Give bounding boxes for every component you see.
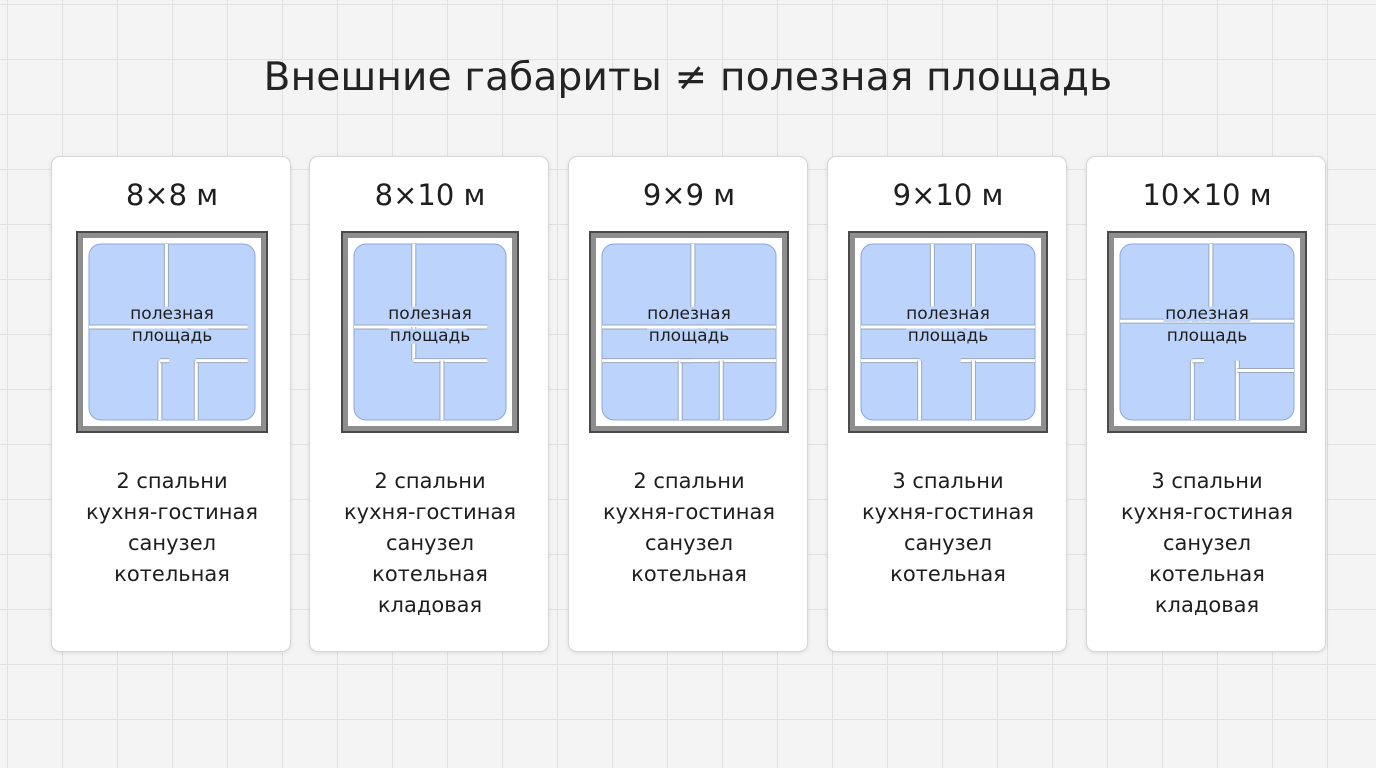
usable-area-label-halo: полезная <box>130 304 214 324</box>
house-size-label: 8×10 м <box>374 178 486 212</box>
usable-area-label-halo: площадь <box>390 326 471 346</box>
house-size-label: 9×10 м <box>892 178 1004 212</box>
usable-area-label: полезная <box>1165 304 1249 324</box>
page-title: Внешние габариты ≠ полезная площадь <box>263 55 1113 100</box>
usable-area-label: площадь <box>390 326 471 346</box>
usable-area-label-halo: площадь <box>908 326 989 346</box>
room-item: санузел <box>385 531 475 555</box>
usable-area <box>353 243 507 421</box>
room-item: кухня-гостиная <box>343 500 517 524</box>
room-item: котельная <box>1149 562 1265 586</box>
usable-area-label-halo: полезная <box>647 304 731 324</box>
room-item: кладовая <box>1154 593 1260 617</box>
usable-area-label: площадь <box>132 326 213 346</box>
usable-area-label-halo: площадь <box>132 326 213 346</box>
room-item: кухня-гостиная <box>85 500 259 524</box>
room-list: 2 спальни кухня-гостиная санузел котельная <box>569 466 809 590</box>
house-size-label: 9×9 м <box>642 178 736 212</box>
room-list: 2 спальни кухня-гостиная санузел котельная к… <box>310 466 550 621</box>
room-item: санузел <box>127 531 217 555</box>
house-size-label: 8×8 м <box>125 178 219 212</box>
room-item: котельная <box>890 562 1006 586</box>
house-size-label: 10×10 м <box>1142 178 1272 212</box>
room-list: 3 спальни кухня-гостиная санузел котельная к… <box>1087 466 1327 621</box>
room-item: санузел <box>644 531 734 555</box>
usable-area <box>860 243 1036 421</box>
room-item: 2 спальни <box>116 469 228 493</box>
usable-area-label-halo: полезная <box>1165 304 1249 324</box>
usable-area <box>601 243 777 421</box>
usable-area-label: полезная <box>388 304 472 324</box>
room-list: 2 спальни кухня-гостиная санузел котельная <box>52 466 292 590</box>
usable-area-label: полезная <box>130 304 214 324</box>
room-item: котельная <box>114 562 230 586</box>
room-item: кухня-гостиная <box>1120 500 1294 524</box>
usable-area-label: площадь <box>908 326 989 346</box>
room-item: 2 спальни <box>633 469 745 493</box>
room-item: 3 спальни <box>1151 469 1263 493</box>
usable-area-label: площадь <box>649 326 730 346</box>
usable-area-label-halo: полезная <box>388 304 472 324</box>
usable-area-label: площадь <box>1167 326 1248 346</box>
room-item: кухня-гостиная <box>602 500 776 524</box>
room-item: кладовая <box>377 593 483 617</box>
room-item: котельная <box>631 562 747 586</box>
room-item: 2 спальни <box>374 469 486 493</box>
room-item: 3 спальни <box>892 469 1004 493</box>
usable-area-label: полезная <box>647 304 731 324</box>
usable-area <box>1119 243 1295 421</box>
usable-area-label-halo: полезная <box>906 304 990 324</box>
usable-area-label-halo: площадь <box>1167 326 1248 346</box>
usable-area-label: полезная <box>906 304 990 324</box>
usable-area-label-halo: площадь <box>649 326 730 346</box>
room-item: санузел <box>1162 531 1252 555</box>
room-item: санузел <box>903 531 993 555</box>
room-item: кухня-гостиная <box>861 500 1035 524</box>
room-list: 3 спальни кухня-гостиная санузел котельная <box>828 466 1068 590</box>
room-item: котельная <box>372 562 488 586</box>
usable-area <box>88 243 256 421</box>
